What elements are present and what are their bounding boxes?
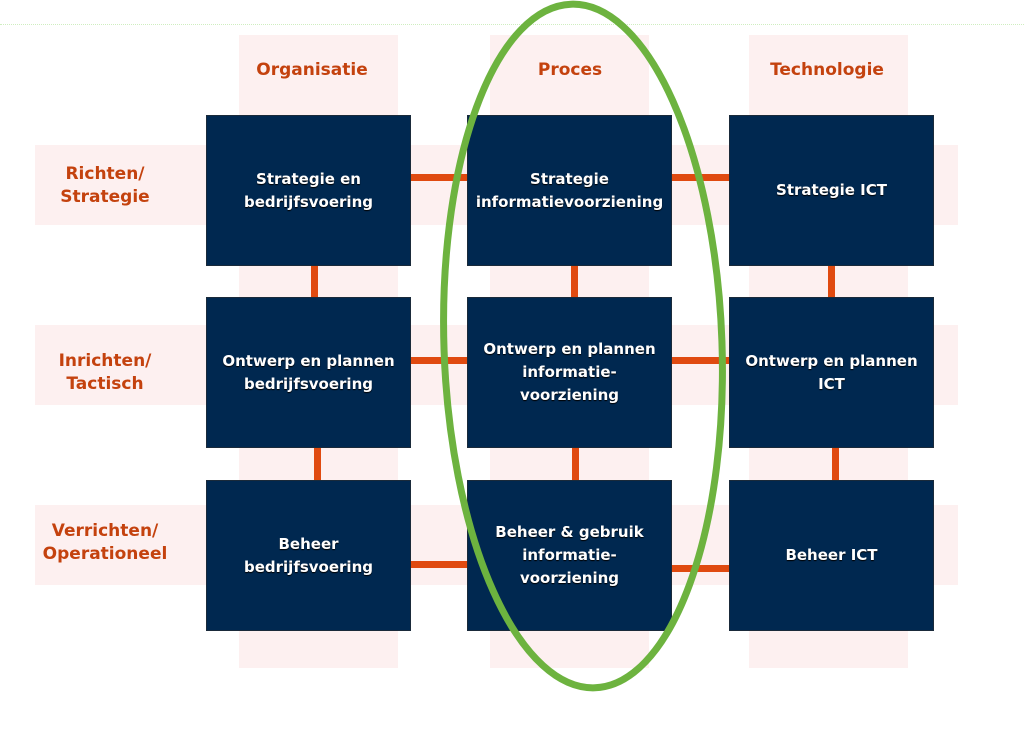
connector [314,448,321,480]
top-divider [0,24,1024,25]
connector [411,561,468,568]
cell-ontwerp-informatievoorziening: Ontwerp en plannen informatie-voorzienin… [467,297,672,448]
cell-beheer-ict: Beheer ICT [729,480,934,631]
cell-ontwerp-bedrijfsvoering: Ontwerp en plannen bedrijfsvoering [206,297,411,448]
column-header-technologie: Technologie [770,60,884,80]
connector [571,266,578,297]
connector [832,448,839,480]
cell-strategie-ict: Strategie ICT [729,115,934,266]
connector [311,266,318,297]
column-header-proces: Proces [537,60,603,80]
connector [572,448,579,480]
cell-beheer-bedrijfsvoering: Beheer bedrijfsvoering [206,480,411,631]
connector [672,357,730,364]
connector [828,266,835,297]
cell-strategie-bedrijfsvoering: Strategie en bedrijfsvoering [206,115,411,266]
cell-strategie-informatievoorziening: Strategie informatievoorziening [467,115,672,266]
column-header-organisatie: Organisatie [256,60,368,80]
row-header-richten: Richten/ Strategie [60,164,150,207]
connector [411,357,468,364]
connector [672,565,730,572]
cell-ontwerp-ict: Ontwerp en plannen ICT [729,297,934,448]
connector [411,174,468,181]
row-header-verrichten: Verrichten/ Operationeel [42,521,168,564]
row-header-inrichten: Inrichten/ Tactisch [58,351,152,394]
